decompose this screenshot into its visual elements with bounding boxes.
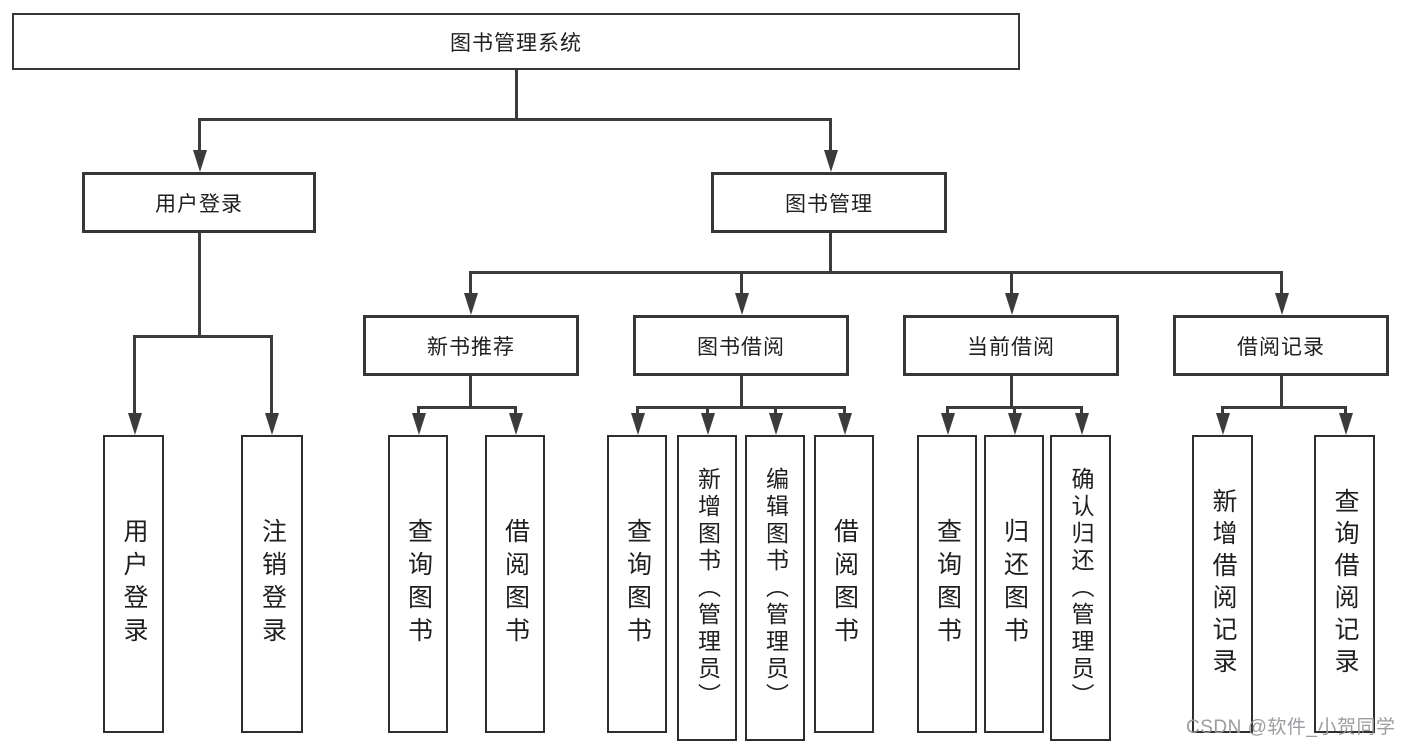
connector-drop-borrow-books-2 [843, 406, 846, 416]
leaf-confirm-return-admin-label: 确认归还（管理员） [1068, 466, 1094, 710]
leaf-borrow-books-2-label: 借阅图书 [830, 518, 859, 650]
node-current-borrowing: 当前借阅 [903, 315, 1119, 376]
csdn-watermark: CSDN @软件_小贺同学 [1186, 717, 1396, 738]
arrow-book-management [824, 150, 838, 172]
leaf-edit-books-admin: 编辑图书（管理员） [745, 435, 805, 741]
leaf-query-books-1: 查询图书 [388, 435, 448, 733]
connector-drop-new-book-recommend [469, 271, 472, 295]
connector-new-book-stem [469, 376, 472, 408]
arrow-add-books [701, 413, 715, 435]
arrow-new-book-recommend [464, 293, 478, 315]
arrow-borrow-books-2 [838, 413, 852, 435]
connector-user-login-stem [198, 233, 201, 337]
leaf-add-books-admin-label: 新增图书（管理员） [694, 466, 721, 710]
node-new-book-recommend: 新书推荐 [363, 315, 579, 376]
connector-drop-add-books [706, 406, 709, 416]
node-book-borrowing: 图书借阅 [633, 315, 849, 376]
connector-book-borrowing-stem [740, 376, 743, 408]
leaf-query-borrow-record-label: 查询借阅记录 [1331, 488, 1359, 680]
arrow-leaf-user-login [128, 413, 142, 435]
connector-drop-query-borrow-record [1344, 406, 1347, 416]
node-new-book-recommend-label: 新书推荐 [427, 335, 515, 359]
node-book-management: 图书管理 [711, 172, 947, 233]
leaf-add-borrow-record: 新增借阅记录 [1192, 435, 1253, 733]
connector-drop-confirm-return [1080, 406, 1083, 416]
connector-root-stem [515, 70, 518, 120]
connector-drop-leaf-user-login [133, 335, 136, 415]
leaf-logout: 注销登录 [241, 435, 303, 733]
arrow-query-borrow-record [1339, 413, 1353, 435]
connector-drop-query-books-1 [417, 406, 420, 416]
connector-level1-branch [198, 118, 832, 121]
leaf-query-books-3: 查询图书 [917, 435, 977, 733]
connector-drop-current-borrowing [1010, 271, 1013, 295]
node-borrowing-records: 借阅记录 [1173, 315, 1389, 376]
leaf-user-login: 用户登录 [103, 435, 164, 733]
leaf-user-login-label: 用户登录 [120, 518, 148, 650]
connector-drop-borrowing-records [1280, 271, 1283, 295]
connector-drop-query-books-2 [636, 406, 639, 416]
connector-book-management-stem [829, 233, 832, 274]
node-book-management-label: 图书管理 [785, 192, 873, 216]
leaf-return-books-label: 归还图书 [1000, 518, 1029, 650]
connector-borrowing-records-stem [1280, 376, 1283, 408]
arrow-leaf-logout [265, 413, 279, 435]
node-current-borrowing-label: 当前借阅 [967, 335, 1055, 359]
leaf-query-books-2: 查询图书 [607, 435, 667, 733]
connector-drop-query-books-3 [946, 406, 949, 416]
leaf-query-books-2-label: 查询图书 [623, 518, 652, 650]
node-user-login: 用户登录 [82, 172, 316, 233]
connector-drop-borrow-books-1 [514, 406, 517, 416]
arrow-edit-books [769, 413, 783, 435]
arrow-confirm-return [1075, 413, 1089, 435]
connector-drop-leaf-logout [270, 335, 273, 415]
connector-current-borrowing-stem [1010, 376, 1013, 408]
leaf-query-books-1-label: 查询图书 [404, 518, 433, 650]
leaf-borrow-books-1-label: 借阅图书 [501, 518, 530, 650]
connector-drop-return-books [1013, 406, 1016, 416]
leaf-borrow-books-2: 借阅图书 [814, 435, 874, 733]
leaf-edit-books-admin-label: 编辑图书（管理员） [762, 466, 789, 710]
connector-drop-add-borrow-record [1221, 406, 1224, 416]
arrow-query-books-3 [941, 413, 955, 435]
node-book-borrowing-label: 图书借阅 [697, 335, 785, 359]
connector-book-borrowing-branch [636, 406, 846, 409]
connector-drop-user-login [198, 118, 201, 152]
leaf-add-borrow-record-label: 新增借阅记录 [1209, 488, 1237, 680]
node-root: 图书管理系统 [12, 13, 1020, 70]
leaf-borrow-books-1: 借阅图书 [485, 435, 545, 733]
connector-drop-book-management [829, 118, 832, 152]
leaf-query-books-3-label: 查询图书 [933, 518, 962, 650]
arrow-add-borrow-record [1216, 413, 1230, 435]
leaf-confirm-return-admin: 确认归还（管理员） [1050, 435, 1111, 741]
arrow-query-books-1 [412, 413, 426, 435]
connector-borrowing-records-branch [1221, 406, 1347, 409]
arrow-borrow-books-1 [509, 413, 523, 435]
arrow-borrowing-records [1275, 293, 1289, 315]
connector-drop-edit-books [774, 406, 777, 416]
arrow-user-login [193, 150, 207, 172]
node-root-label: 图书管理系统 [450, 31, 582, 55]
arrow-query-books-2 [631, 413, 645, 435]
arrow-current-borrowing [1005, 293, 1019, 315]
connector-level3-branch [469, 271, 1283, 274]
connector-drop-book-borrowing [740, 271, 743, 295]
connector-new-book-branch [417, 406, 517, 409]
leaf-logout-label: 注销登录 [258, 518, 287, 650]
node-borrowing-records-label: 借阅记录 [1237, 335, 1325, 359]
node-user-login-label: 用户登录 [155, 192, 243, 216]
leaf-return-books: 归还图书 [984, 435, 1044, 733]
leaf-add-books-admin: 新增图书（管理员） [677, 435, 737, 741]
arrow-book-borrowing [735, 293, 749, 315]
leaf-query-borrow-record: 查询借阅记录 [1314, 435, 1375, 733]
connector-user-login-branch [133, 335, 273, 338]
arrow-return-books [1008, 413, 1022, 435]
